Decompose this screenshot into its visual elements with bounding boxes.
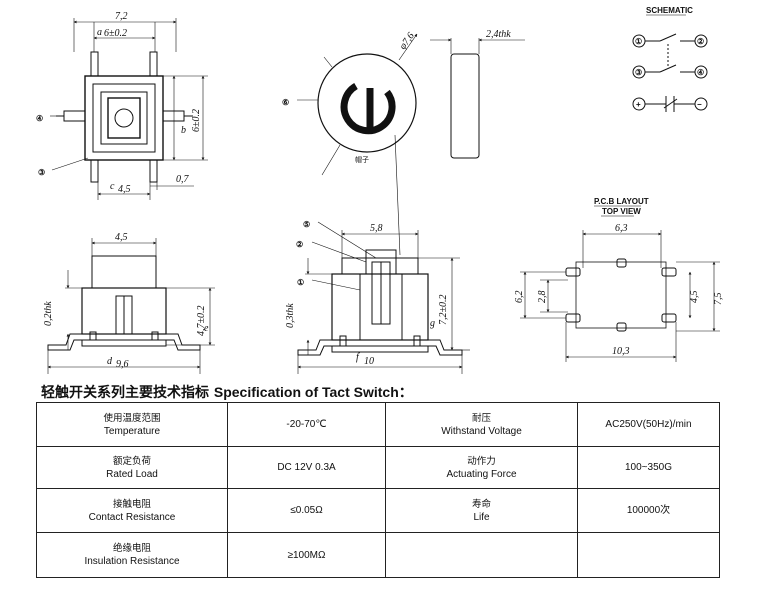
spec-value: DC 12V 0.3A [227,446,386,489]
front-d-dim: 9,6 [116,359,129,370]
callout-5: ⑤ [303,220,310,229]
callout-6: ⑥ [282,98,289,107]
pcb-dim-left-inner: 2,8 [537,291,548,304]
drawing-labels: 7,2 a 6±0.2 6±0.2 b c 4,5 0,7 ④ ③ φ7,6 ⑥… [36,6,724,370]
top-view [50,18,208,200]
spec-title-colon: ： [398,385,413,401]
spec-value: 100000次 [577,488,720,533]
cap-view [297,33,525,256]
spec-value [577,532,720,578]
top-b-dim: 6±0.2 [191,109,202,132]
section-g-label: g [430,318,435,329]
callout-2: ② [296,240,303,249]
section-top-width: 5,8 [370,223,383,234]
pcb-dim-left-outer: 6,2 [514,291,525,304]
spec-value: -20-70℃ [227,402,386,447]
pcb-dim-right-outer: 7,5 [713,293,724,306]
spec-title-cn: 轻触开关系列主要技术指标 [41,385,209,401]
pcb-dim-top: 6,3 [615,223,628,234]
technical-drawing: 7,2 a 6±0.2 6±0.2 b c 4,5 0,7 ④ ③ φ7,6 ⑥… [36,6,724,374]
top-c-label: c [110,181,115,192]
schematic-title: SCHEMATIC [646,6,693,15]
top-b-label: b [181,125,186,136]
top-c-dim: 4,5 [118,184,131,195]
top-pin-dim: 0,7 [176,174,190,185]
front-view [47,238,215,374]
front-d-label: d [107,356,113,367]
spec-label [385,532,578,578]
pcb-subtitle: TOP VIEW [602,207,641,216]
cap-label: 帽子 [355,155,369,164]
cap-thickness: 2,4thk [486,29,511,40]
cap-diameter: φ7,6 [397,31,416,52]
spec-value: ≥100MΩ [227,532,386,578]
schematic [632,14,708,112]
pcb-dim-right-inner: 4,5 [689,291,700,304]
section-f-dim: 10 [364,356,374,367]
pcb-layout [520,205,720,362]
spec-value: ≤0.05Ω [227,488,386,533]
front-top-width: 4,5 [115,232,128,243]
schematic-pin-plus: + [636,100,641,109]
callout-4: ④ [36,114,43,123]
front-e-dim: 4,7±0.2 [196,306,207,337]
front-plate-thk: 0,2thk [43,301,54,326]
pcb-title: P.C.B LAYOUT [594,197,649,206]
callout-3: ③ [38,168,45,177]
schematic-pin-2: ② [697,37,704,46]
section-g-dim: 7,2±0.2 [438,295,449,326]
top-a-dim: 6±0.2 [104,28,127,39]
spec-title: 轻触开关系列主要技术指标 Specification of Tact Switc… [41,382,413,402]
pcb-dim-bottom: 10,3 [612,346,630,357]
spec-value: 100~350G [577,446,720,489]
top-width-label: 7,2 [115,11,128,22]
schematic-pin-1: ① [635,37,642,46]
schematic-pin-3: ③ [635,68,642,77]
section-view [297,221,470,374]
spec-title-en: Specification of Tact Switch [213,384,399,400]
front-e-label: e [204,323,209,334]
section-f-label: f [356,352,360,363]
callout-1: ① [297,278,304,287]
schematic-pin-minus: − [697,100,702,109]
top-a-label: a [97,27,102,38]
spec-value: AC250V(50Hz)/min [577,402,720,447]
section-plate-thk: 0,3thk [285,303,296,328]
schematic-pin-4: ④ [697,68,704,77]
